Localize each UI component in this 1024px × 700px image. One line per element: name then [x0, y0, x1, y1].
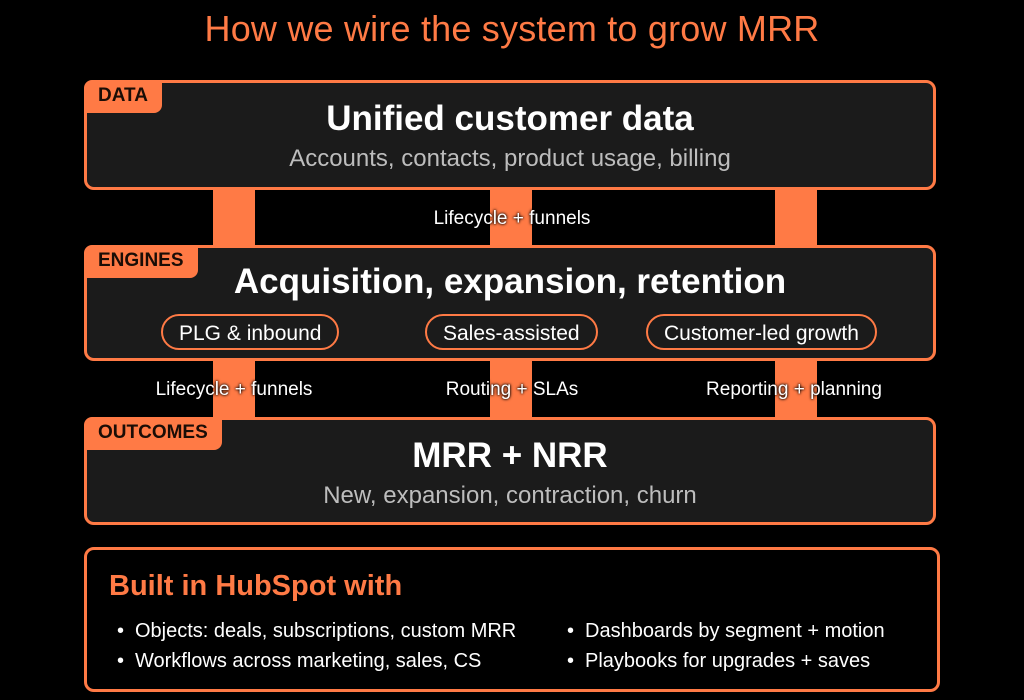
connector-bar-center-top: [490, 188, 532, 248]
bullet-icon: •: [117, 620, 125, 642]
built-in-item-label: Playbooks for upgrades + saves: [585, 650, 871, 672]
connector-bar-center-bottom: [490, 358, 532, 420]
data-layer-box: DATA Unified customer data Accounts, con…: [84, 80, 936, 190]
connector-bar-left-bottom: [213, 358, 255, 420]
engines-layer-tag: ENGINES: [84, 245, 198, 278]
outcomes-layer-tag: OUTCOMES: [84, 417, 222, 450]
pill-customer-led-growth: Customer-led growth: [646, 314, 877, 350]
connector-bar-left-top: [213, 188, 255, 248]
bullet-icon: •: [117, 650, 125, 672]
bullet-icon: •: [567, 620, 575, 642]
connector-label-top: Lifecycle + funnels: [433, 208, 591, 229]
bullet-icon: •: [567, 650, 575, 672]
connector-label-routing: Routing + SLAs: [445, 379, 579, 400]
built-in-item: • Workflows across marketing, sales, CS: [117, 650, 481, 673]
diagram-title: How we wire the system to grow MRR: [204, 8, 820, 49]
built-in-heading: Built in HubSpot with: [109, 570, 403, 602]
connector-label-reporting: Reporting + planning: [706, 379, 882, 400]
built-in-item: • Objects: deals, subscriptions, custom M…: [117, 620, 516, 643]
outcomes-layer-subtitle: New, expansion, contraction, churn: [323, 482, 697, 509]
connector-bar-right-top: [775, 188, 817, 248]
outcomes-layer-box: OUTCOMES MRR + NRR New, expansion, contr…: [84, 417, 936, 525]
built-in-item-label: Objects: deals, subscriptions, custom MR…: [135, 620, 517, 642]
data-layer-tag: DATA: [84, 80, 162, 113]
connector-label-lifecycle: Lifecycle + funnels: [155, 379, 313, 400]
pill-sales-assisted: Sales-assisted: [425, 314, 598, 350]
pill-plg-inbound: PLG & inbound: [161, 314, 340, 350]
connector-bar-right-bottom: [775, 358, 817, 420]
outcomes-layer-heading: MRR + NRR: [412, 436, 608, 475]
built-in-item-label: Dashboards by segment + motion: [585, 620, 885, 642]
engines-layer-heading: Acquisition, expansion, retention: [233, 262, 787, 301]
data-layer-heading: Unified customer data: [326, 99, 694, 138]
engines-layer-box: ENGINES Acquisition, expansion, retentio…: [84, 245, 936, 361]
built-in-box: Built in HubSpot with • Objects: deals, s…: [84, 547, 940, 692]
built-in-item-label: Workflows across marketing, sales, CS: [135, 650, 482, 672]
built-in-item: • Dashboards by segment + motion: [567, 620, 885, 643]
data-layer-subtitle: Accounts, contacts, product usage, billi…: [289, 145, 731, 172]
built-in-item: • Playbooks for upgrades + saves: [567, 650, 870, 673]
